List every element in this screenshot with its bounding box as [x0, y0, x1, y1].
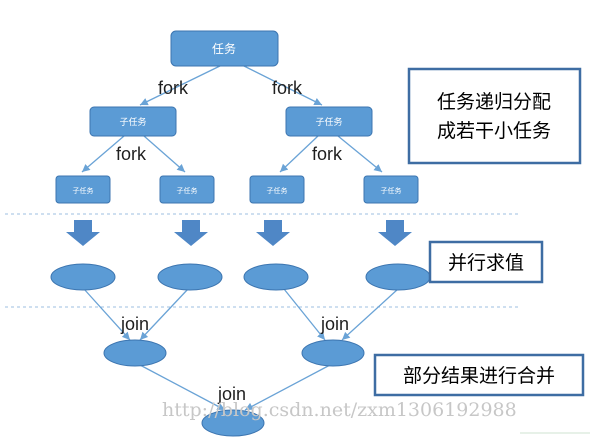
- watermark-text: http://blog.csdn.net/zxm1306192988: [162, 399, 517, 421]
- root-task-node: 任务: [170, 30, 279, 67]
- side-note-evaluate-text: 并行求值: [448, 252, 524, 274]
- merge-ellipse-left: [103, 339, 167, 367]
- down-arrow-4: [378, 220, 412, 246]
- value-ellipses: [50, 263, 431, 291]
- join-label-3: join: [217, 384, 246, 404]
- down-arrow-2: [174, 220, 208, 246]
- down-arrow-1: [66, 220, 100, 246]
- fork-label-4: fork: [312, 144, 343, 164]
- leaf-1-label: 子任务: [73, 186, 94, 195]
- join-edges: [83, 288, 399, 411]
- leaf-task-node-3: 子任务: [249, 175, 305, 204]
- side-note-evaluate: 并行求值: [428, 240, 544, 284]
- value-ellipse-4: [365, 263, 431, 291]
- subtask-right-label: 子任务: [315, 116, 342, 128]
- fork-label-3: fork: [116, 144, 147, 164]
- leaf-task-node-4: 子任务: [363, 175, 419, 204]
- value-ellipse-2: [157, 263, 223, 291]
- side-note-split: 任务递归分配 成若干小任务: [407, 67, 582, 165]
- fork-label-2: fork: [272, 78, 303, 98]
- value-ellipse-1: [50, 263, 116, 291]
- side-note-split-line2: 成若干小任务: [437, 120, 551, 142]
- fork-label-1: fork: [158, 78, 189, 98]
- side-note-merge: 部分结果进行合并: [373, 353, 585, 397]
- leaf-4-label: 子任务: [381, 186, 402, 195]
- subtask-node-right: 子任务: [285, 106, 373, 137]
- subtask-left-label: 子任务: [119, 116, 146, 128]
- down-arrows: [66, 220, 412, 246]
- side-note-merge-text: 部分结果进行合并: [403, 365, 555, 387]
- leaf-task-node-2: 子任务: [159, 175, 215, 204]
- leaf-2-label: 子任务: [177, 186, 198, 195]
- leaf-task-node-1: 子任务: [55, 175, 111, 204]
- down-arrow-3: [256, 220, 290, 246]
- subtask-node-left: 子任务: [89, 106, 177, 137]
- side-note-split-line1: 任务递归分配: [437, 91, 551, 113]
- merge-ellipses: [103, 339, 365, 437]
- merge-ellipse-right: [301, 339, 365, 367]
- root-task-label: 任务: [212, 41, 236, 56]
- leaf-3-label: 子任务: [267, 186, 288, 195]
- fork-edges: [81, 63, 383, 173]
- value-ellipse-3: [243, 263, 309, 291]
- join-label-1: join: [120, 314, 149, 334]
- final-ellipse: [201, 409, 265, 437]
- join-label-2: join: [320, 314, 349, 334]
